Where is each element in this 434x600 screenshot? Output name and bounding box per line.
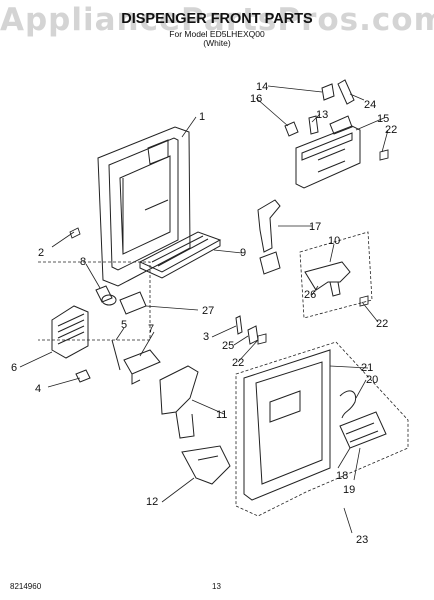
callout-2: 2 [38, 247, 44, 259]
callout-25: 25 [222, 340, 234, 352]
part-14-small-tab [321, 83, 335, 101]
callout-11: 11 [216, 409, 227, 421]
part-17-lever [257, 199, 281, 275]
part-22-screw-low [257, 333, 267, 345]
part-21-front-panel [243, 349, 331, 501]
part-27-block [119, 291, 147, 315]
part-24-plate [337, 79, 355, 105]
part-11-chute-door [159, 365, 199, 439]
callout-23: 23 [356, 534, 368, 546]
model-subtitle: For Model ED5LHEXQ00 [169, 29, 265, 39]
part-15-bracket [295, 115, 361, 189]
callout-6: 6 [11, 362, 17, 374]
callout-21: 21 [361, 362, 373, 374]
callout-27: 27 [202, 305, 214, 317]
callout-1: 1 [199, 111, 205, 123]
part-16-plug [284, 121, 299, 137]
callout-16: 16 [250, 93, 262, 105]
part-6-switch-box [51, 305, 89, 359]
color-note: (White) [203, 38, 231, 48]
part-9-drip-tray [138, 231, 222, 279]
callout-13: 13 [316, 109, 328, 121]
group-outline-23 [235, 341, 409, 517]
callout-8: 8 [80, 256, 86, 268]
callout-14: 14 [256, 81, 268, 93]
part-2-screw [69, 227, 81, 239]
callout-12: 12 [146, 496, 158, 508]
part-8-solenoid [95, 285, 117, 306]
part-3-spring [235, 315, 243, 335]
callout-3: 3 [203, 331, 209, 343]
group-outline-10 [299, 231, 373, 319]
part-20-control-board [339, 411, 387, 449]
callout-7: 7 [148, 323, 154, 335]
part-12-ice-chute [181, 445, 231, 485]
part-4-screw [75, 369, 91, 383]
callout-10: 10 [328, 235, 340, 247]
callout-22-low: 22 [232, 357, 244, 369]
callout-22-top: 22 [385, 124, 397, 136]
part-1-dispenser-frame [97, 126, 191, 287]
group-outline-6 [38, 261, 151, 341]
callout-17: 17 [309, 221, 321, 233]
callout-19: 19 [343, 484, 355, 496]
part-26-lever-arm [304, 261, 351, 297]
part-13-clip [308, 115, 319, 135]
part-22-screw-mid [359, 295, 369, 307]
callout-9: 9 [240, 247, 246, 259]
document-number: 8214960 [10, 582, 42, 591]
part-7-bracket [123, 349, 161, 385]
callout-24: 24 [364, 99, 376, 111]
callout-22-mid: 22 [376, 318, 388, 330]
callout-26: 26 [304, 289, 316, 301]
watermark: AppliancePartsPros.com [0, 2, 434, 38]
part-22-screw-top [379, 149, 389, 161]
part-18-wire [339, 390, 357, 419]
page-number: 13 [212, 582, 221, 591]
callout-20: 20 [366, 374, 378, 386]
callout-5: 5 [121, 319, 127, 331]
page-title: DISPENGER FRONT PARTS [121, 11, 313, 27]
part-5-rod [111, 339, 121, 371]
callout-18: 18 [336, 470, 348, 482]
callout-15: 15 [377, 113, 389, 125]
callout-4: 4 [35, 383, 41, 395]
